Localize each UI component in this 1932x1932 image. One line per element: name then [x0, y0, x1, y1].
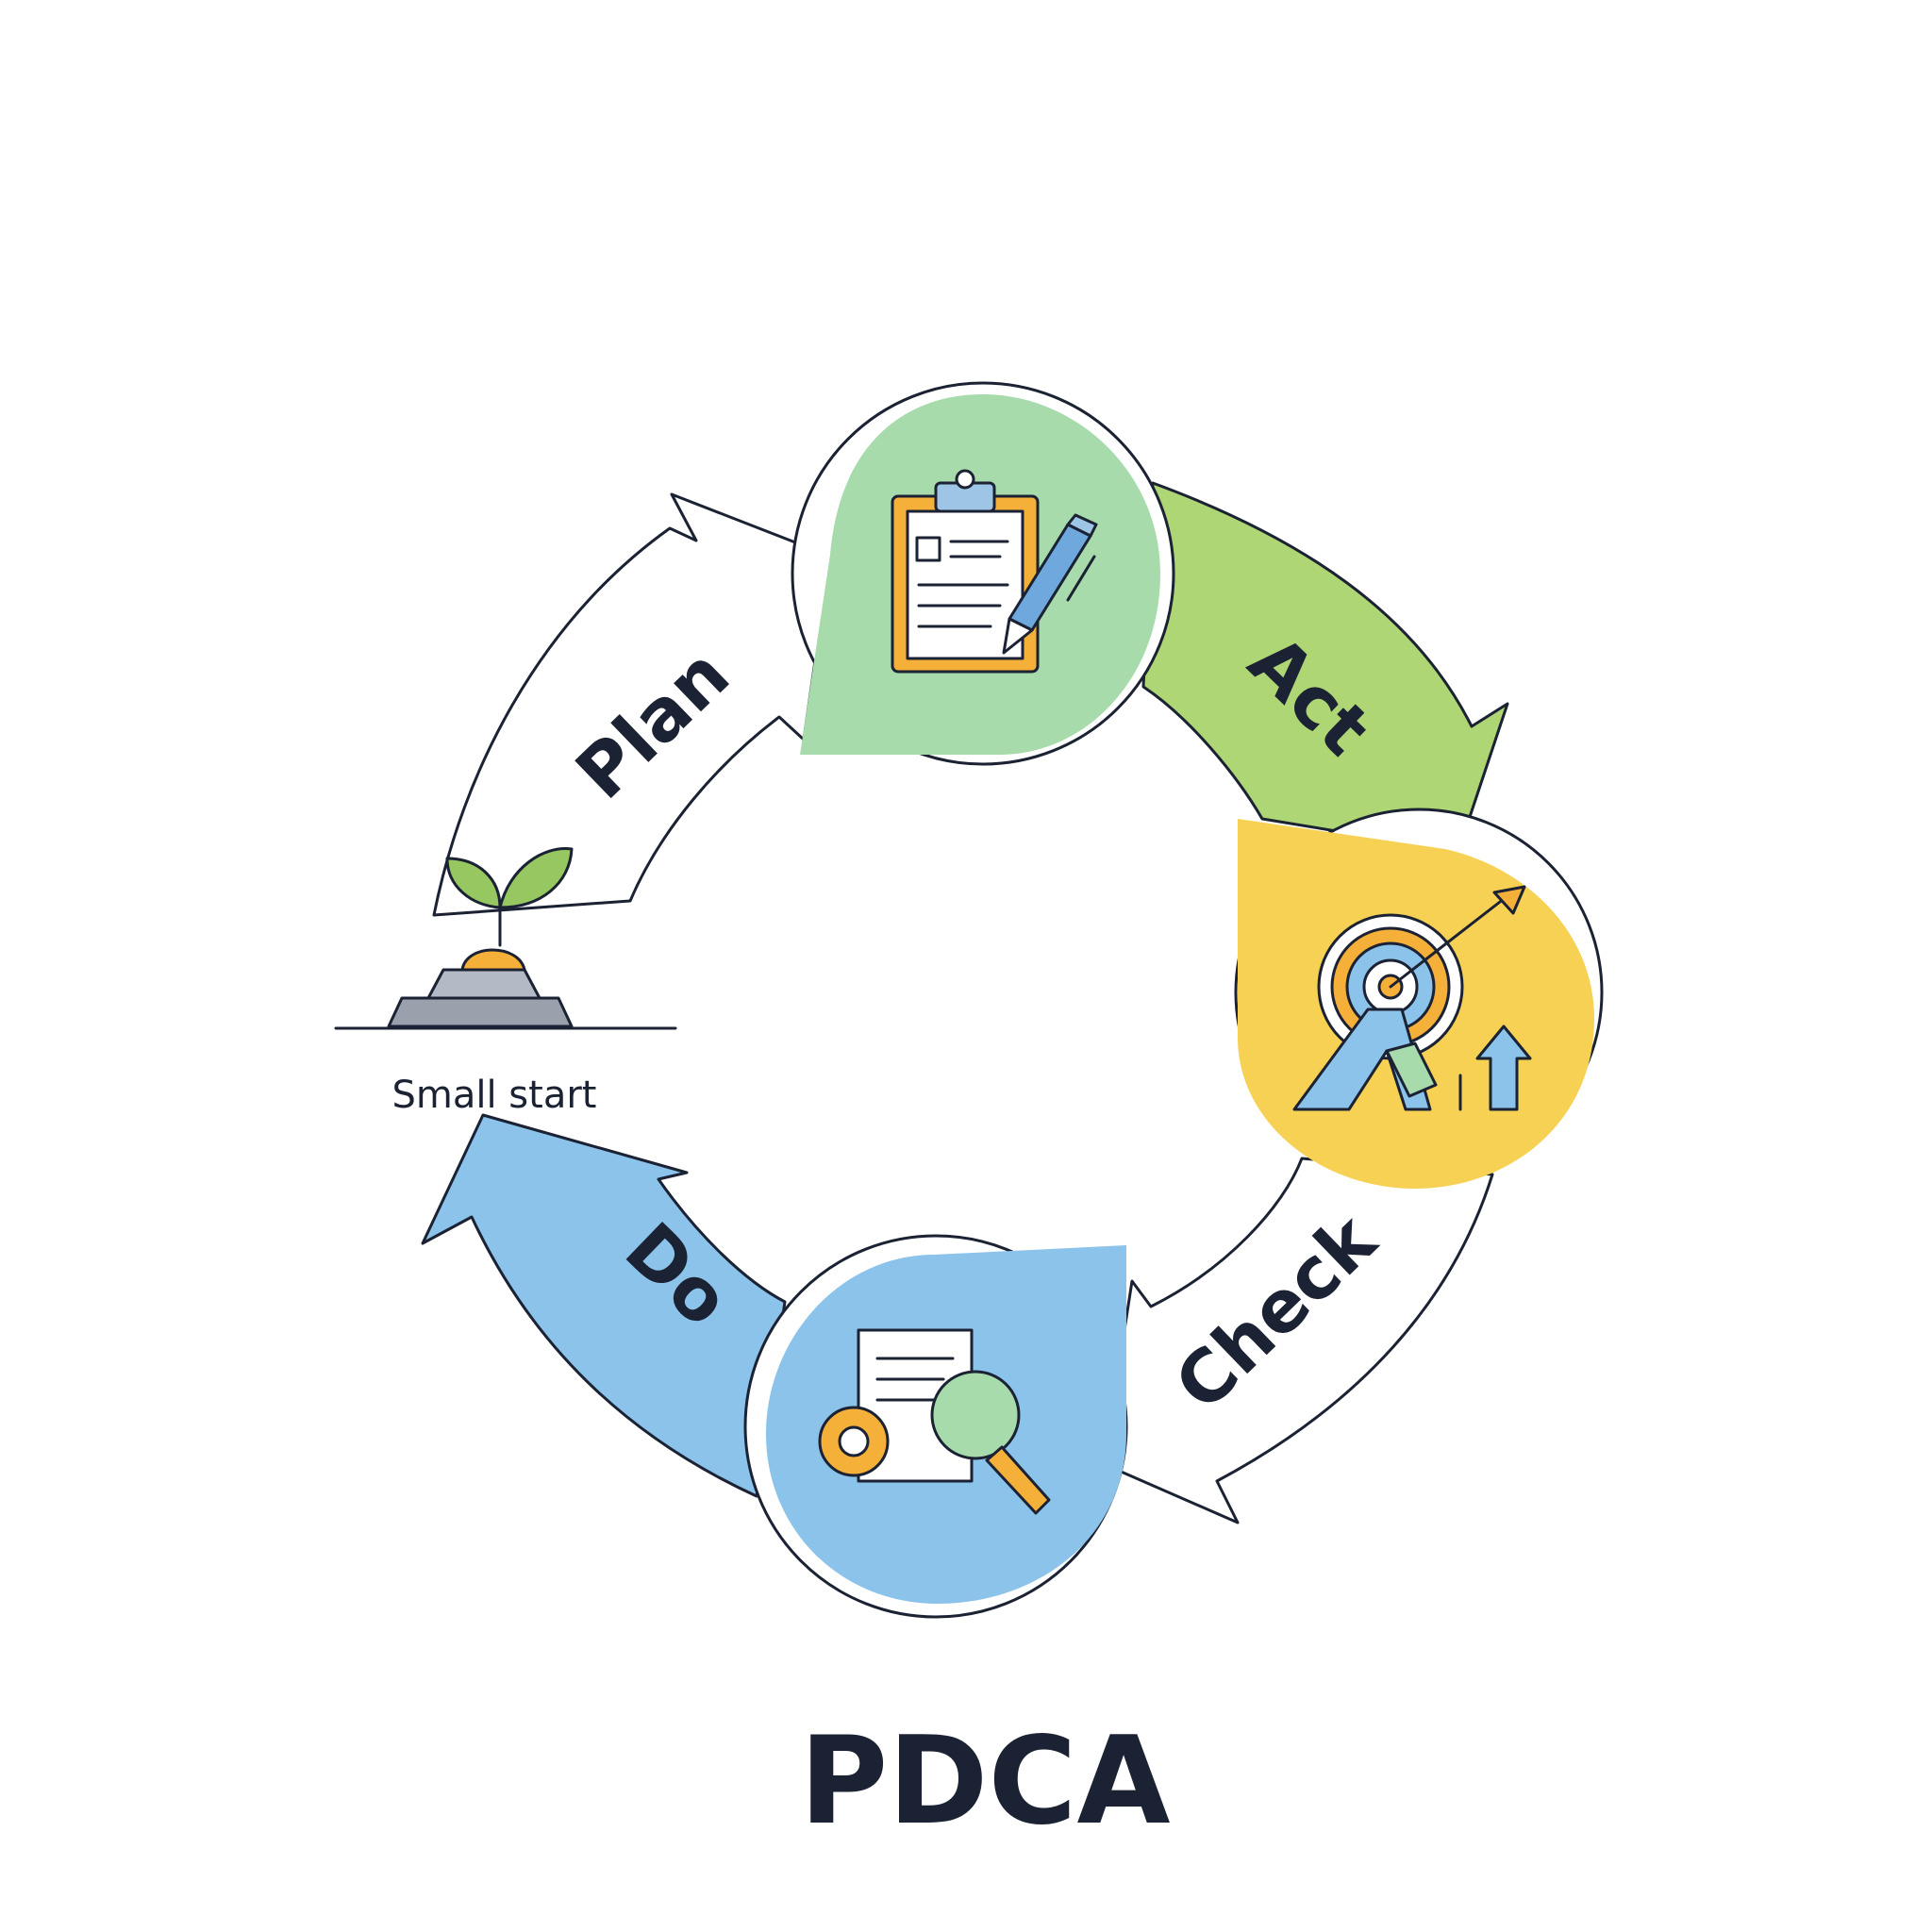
diagram-title: PDCA [799, 1711, 1170, 1852]
act-circle [1234, 808, 1604, 1189]
do-arrow [421, 1113, 787, 1498]
target-arrow-icon [1292, 885, 1532, 1111]
plan-arrow [432, 492, 832, 917]
check-circle [743, 1234, 1128, 1619]
check-arrow [1102, 1157, 1494, 1524]
magnifier-icon [930, 1370, 1021, 1460]
document-search-gear-icon [818, 1328, 1051, 1515]
seedling-on-rocks-icon [334, 847, 677, 1030]
plan-circle [791, 381, 1175, 766]
clipboard-pen-icon [891, 469, 1098, 674]
start-caption: Small start [392, 1074, 597, 1117]
act-arrow [1141, 481, 1509, 851]
